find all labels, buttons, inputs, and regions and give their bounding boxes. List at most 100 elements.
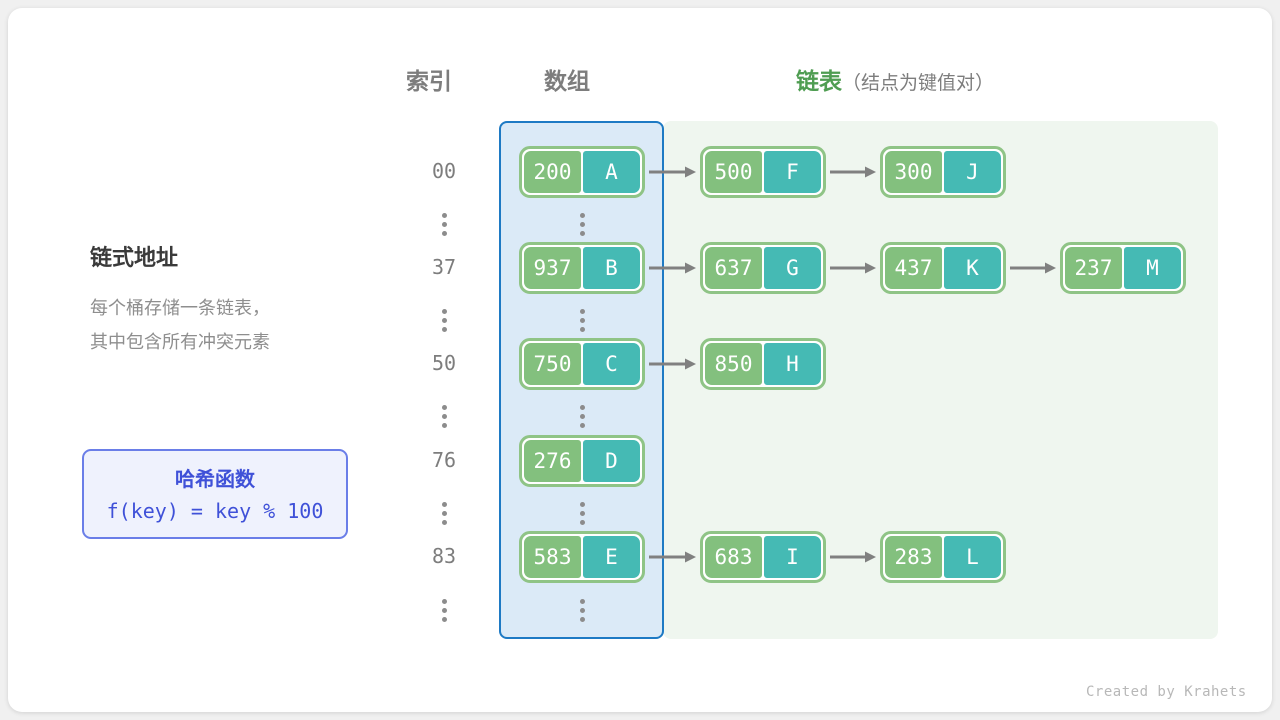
ellipsis-dot: [579, 414, 585, 419]
ellipsis-dot: [441, 213, 447, 218]
ellipsis-dot: [579, 327, 585, 332]
node-key: 237: [1065, 247, 1122, 289]
node-value: J: [944, 151, 1001, 193]
array-ellipsis-icon: [572, 595, 592, 622]
node-key: 200: [524, 151, 581, 193]
index-ellipsis-icon: [434, 209, 454, 236]
description-line-2: 其中包含所有冲突元素: [90, 332, 270, 352]
column-header-linkedlist: 链表（结点为键值对）: [796, 62, 994, 96]
node-key: 300: [885, 151, 942, 193]
index-ellipsis-icon: [434, 595, 454, 622]
index-ellipsis-icon: [434, 305, 454, 332]
ellipsis-dot: [579, 405, 585, 410]
ellipsis-dot: [579, 520, 585, 525]
node-key: 850: [705, 343, 762, 385]
node-key: 283: [885, 536, 942, 578]
link-arrow-icon: [649, 357, 696, 371]
ellipsis-dot: [579, 423, 585, 428]
ellipsis-dot: [579, 608, 585, 613]
hash-function-formula: f(key) = key % 100: [106, 499, 324, 523]
node-value: H: [764, 343, 821, 385]
array-ellipsis-icon: [572, 498, 592, 525]
ellipsis-dot: [441, 231, 447, 236]
description-title: 链式地址: [90, 245, 179, 270]
link-arrow-icon: [1010, 261, 1056, 275]
link-arrow-icon: [830, 550, 876, 564]
column-header-linkedlist-note: （结点为键值对）: [842, 73, 995, 94]
ellipsis-dot: [441, 318, 447, 323]
ellipsis-dot: [441, 405, 447, 410]
node-value: C: [583, 343, 640, 385]
array-ellipsis-icon: [572, 209, 592, 236]
ellipsis-dot: [441, 608, 447, 613]
node-value: B: [583, 247, 640, 289]
ellipsis-dot: [579, 231, 585, 236]
link-arrow-icon: [830, 261, 876, 275]
node-key: 937: [524, 247, 581, 289]
node-value: F: [764, 151, 821, 193]
ellipsis-dot: [441, 511, 447, 516]
column-header-array: 数组: [544, 68, 590, 94]
ellipsis-dot: [441, 423, 447, 428]
ellipsis-dot: [441, 327, 447, 332]
footer-credit: Created by Krahets: [1086, 684, 1247, 700]
ellipsis-dot: [441, 599, 447, 604]
bucket-index-label: 83: [431, 544, 457, 568]
node-value: G: [764, 247, 821, 289]
node-value: D: [583, 440, 640, 482]
ellipsis-dot: [579, 318, 585, 323]
ellipsis-dot: [441, 309, 447, 314]
node-key: 437: [885, 247, 942, 289]
node-key: 750: [524, 343, 581, 385]
ellipsis-dot: [579, 502, 585, 507]
ellipsis-dot: [579, 309, 585, 314]
node-key: 583: [524, 536, 581, 578]
bucket-index-label: 76: [431, 448, 457, 472]
ellipsis-dot: [579, 511, 585, 516]
bucket-index-label: 50: [431, 351, 457, 375]
bucket-index-label: 00: [431, 159, 457, 183]
node-value: I: [764, 536, 821, 578]
ellipsis-dot: [579, 599, 585, 604]
index-ellipsis-icon: [434, 401, 454, 428]
node-value: L: [944, 536, 1001, 578]
ellipsis-dot: [579, 617, 585, 622]
hash-function-box: 哈希函数 f(key) = key % 100: [82, 449, 348, 539]
link-arrow-icon: [649, 165, 696, 179]
node-key: 637: [705, 247, 762, 289]
node-value: M: [1124, 247, 1181, 289]
ellipsis-dot: [441, 414, 447, 419]
node-value: A: [583, 151, 640, 193]
ellipsis-dot: [579, 213, 585, 218]
hash-function-title: 哈希函数: [175, 469, 255, 491]
bucket-index-label: 37: [431, 255, 457, 279]
link-arrow-icon: [649, 261, 696, 275]
ellipsis-dot: [441, 617, 447, 622]
node-key: 683: [705, 536, 762, 578]
ellipsis-dot: [441, 502, 447, 507]
node-key: 276: [524, 440, 581, 482]
link-arrow-icon: [649, 550, 696, 564]
node-value: K: [944, 247, 1001, 289]
ellipsis-dot: [441, 222, 447, 227]
description-line-1: 每个桶存储一条链表，: [90, 298, 270, 318]
array-ellipsis-icon: [572, 401, 592, 428]
node-value: E: [583, 536, 640, 578]
column-header-index: 索引: [406, 68, 452, 94]
column-header-linkedlist-accent: 链表: [796, 68, 842, 94]
diagram-card: 索引 数组 链表（结点为键值对） 链式地址 每个桶存储一条链表， 其中包含所有冲…: [8, 8, 1272, 712]
index-ellipsis-icon: [434, 498, 454, 525]
